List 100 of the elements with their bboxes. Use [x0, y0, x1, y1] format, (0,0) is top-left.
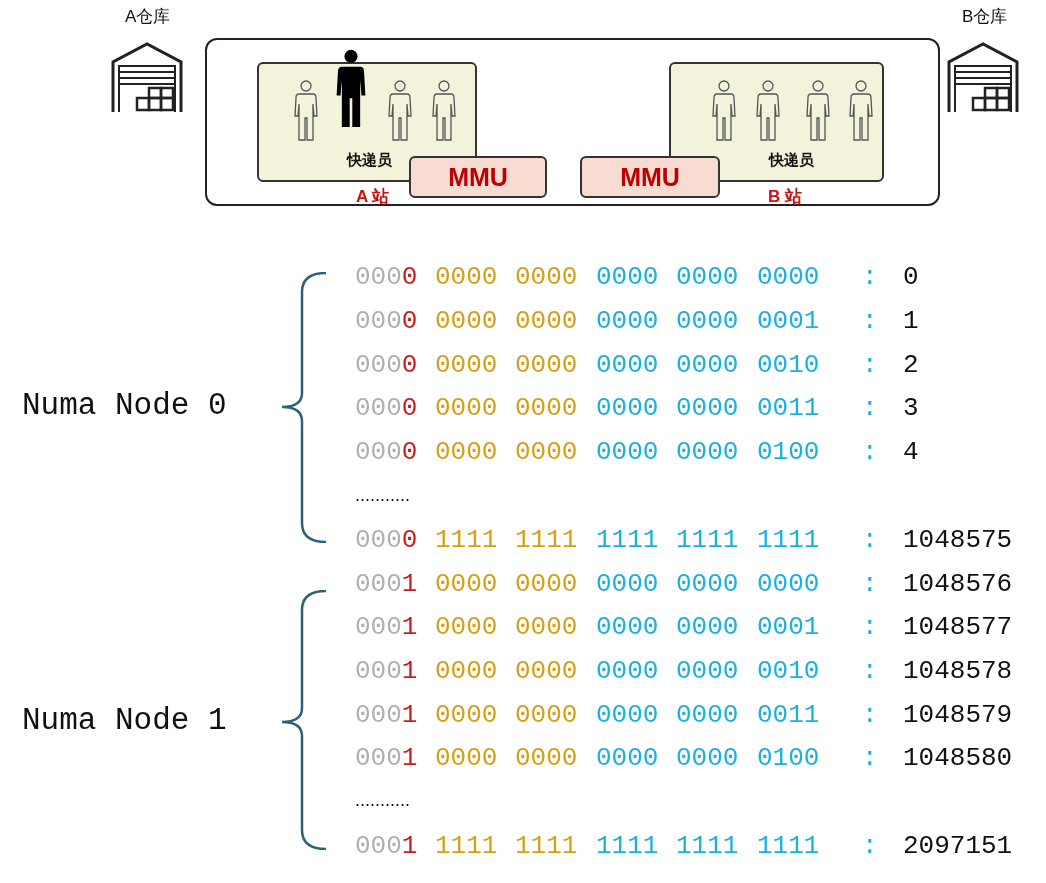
mmu-box — [580, 156, 720, 198]
mmu-box — [409, 156, 547, 198]
binary-digits: 0000 — [515, 308, 578, 334]
binary-digits: 0000 — [676, 702, 739, 728]
binary-digits: 0000 — [676, 658, 739, 684]
binary-digits: 0000 — [435, 352, 498, 378]
decimal-address: 2 — [903, 352, 919, 378]
decimal-address: 2097151 — [903, 833, 1013, 859]
binary-digits: 1111 — [757, 833, 820, 859]
binary-digits: 0001 — [757, 308, 820, 334]
binary-digits: 0001 — [355, 658, 418, 684]
warehouse-label: B仓库 — [962, 8, 1008, 25]
station-label: B 站 — [768, 188, 802, 205]
numa-node-label: Numa Node 1 — [22, 705, 227, 736]
binary-digits: 1111 — [757, 527, 820, 553]
binary-digits: 0000 — [596, 571, 659, 597]
decimal-address: 1048577 — [903, 614, 1013, 640]
decimal-address: 0 — [903, 264, 919, 290]
mmu-label: MMU — [620, 164, 680, 190]
decimal-address: 1048576 — [903, 571, 1013, 597]
separator-colon: : — [862, 614, 878, 640]
binary-digits: 0000 — [515, 745, 578, 771]
binary-digits: 0000 — [596, 658, 659, 684]
binary-digits: 0000 — [435, 614, 498, 640]
binary-digits: 1111 — [596, 833, 659, 859]
binary-digits: 0001 — [355, 614, 418, 640]
binary-digits: 0011 — [757, 702, 820, 728]
binary-digits: 1111 — [676, 833, 739, 859]
courier-label: 快递员 — [347, 152, 392, 167]
binary-digits: 0010 — [757, 658, 820, 684]
separator-colon: : — [862, 352, 878, 378]
binary-digits: 1111 — [676, 527, 739, 553]
binary-digits: 0000 — [596, 308, 659, 334]
decimal-address: 4 — [903, 439, 919, 465]
decimal-address: 1048579 — [903, 702, 1013, 728]
separator-colon: : — [862, 308, 878, 334]
binary-digits: 0000 — [435, 439, 498, 465]
ellipsis: ........... — [355, 486, 410, 504]
outer-frame — [205, 38, 940, 206]
separator-colon: : — [862, 571, 878, 597]
binary-digits: 1111 — [596, 527, 659, 553]
binary-digits: 0000 — [355, 352, 418, 378]
decimal-address: 1 — [903, 308, 919, 334]
binary-digits: 0001 — [355, 745, 418, 771]
binary-digits: 0000 — [596, 439, 659, 465]
binary-digits: 0001 — [355, 702, 418, 728]
binary-digits: 0000 — [515, 658, 578, 684]
binary-digits: 1111 — [435, 527, 498, 553]
binary-digits: 0001 — [355, 833, 418, 859]
separator-colon: : — [862, 745, 878, 771]
separator-colon: : — [862, 395, 878, 421]
binary-digits: 0000 — [515, 439, 578, 465]
binary-digits: 0000 — [515, 702, 578, 728]
binary-digits: 0000 — [676, 439, 739, 465]
decimal-address: 1048575 — [903, 527, 1013, 553]
binary-digits: 0000 — [435, 702, 498, 728]
binary-digits: 0000 — [596, 395, 659, 421]
separator-colon: : — [862, 527, 878, 553]
warehouse-label: A仓库 — [125, 8, 171, 25]
station-label: A 站 — [356, 188, 390, 205]
binary-digits: 0000 — [676, 395, 739, 421]
binary-digits: 0000 — [596, 264, 659, 290]
binary-digits: 1111 — [515, 833, 578, 859]
binary-digits: 0000 — [596, 614, 659, 640]
binary-digits: 0000 — [355, 527, 418, 553]
separator-colon: : — [862, 833, 878, 859]
binary-digits: 0000 — [515, 571, 578, 597]
binary-digits: 0000 — [757, 571, 820, 597]
binary-digits: 0000 — [676, 352, 739, 378]
binary-digits: 0000 — [435, 395, 498, 421]
binary-digits: 0001 — [355, 571, 418, 597]
separator-colon: : — [862, 439, 878, 465]
courier-label: 快递员 — [769, 152, 814, 167]
decimal-address: 1048580 — [903, 745, 1013, 771]
binary-digits: 0000 — [435, 571, 498, 597]
mmu-label: MMU — [448, 164, 508, 190]
binary-digits: 0000 — [757, 264, 820, 290]
separator-colon: : — [862, 658, 878, 684]
decimal-address: 3 — [903, 395, 919, 421]
separator-colon: : — [862, 702, 878, 728]
binary-digits: 0000 — [596, 702, 659, 728]
binary-digits: 0000 — [435, 264, 498, 290]
binary-digits: 0001 — [757, 614, 820, 640]
binary-digits: 0000 — [596, 745, 659, 771]
binary-digits: 0000 — [435, 658, 498, 684]
binary-digits: 0000 — [435, 308, 498, 334]
binary-digits: 0000 — [676, 745, 739, 771]
binary-digits: 0100 — [757, 745, 820, 771]
separator-colon: : — [862, 264, 878, 290]
binary-digits: 0000 — [515, 264, 578, 290]
binary-digits: 0000 — [355, 264, 418, 290]
decimal-address: 1048578 — [903, 658, 1013, 684]
binary-digits: 0000 — [515, 614, 578, 640]
binary-digits: 1111 — [515, 527, 578, 553]
binary-digits: 0000 — [515, 395, 578, 421]
binary-digits: 0000 — [435, 745, 498, 771]
binary-digits: 0000 — [676, 264, 739, 290]
binary-digits: 0000 — [355, 439, 418, 465]
binary-digits: 0000 — [676, 571, 739, 597]
binary-digits: 0010 — [757, 352, 820, 378]
